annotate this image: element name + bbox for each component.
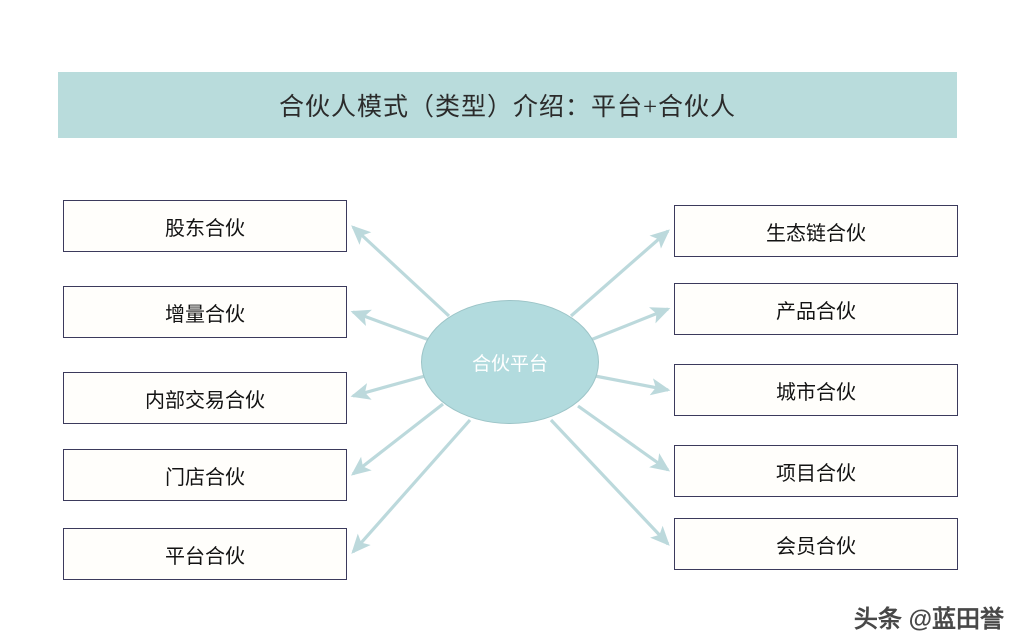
right-node-4[interactable]: 项目合伙 — [674, 445, 958, 497]
arrow-to-left-item-3 — [350, 374, 426, 400]
left-node-1-label: 股东合伙 — [165, 217, 245, 240]
arrow-to-right-item-3 — [594, 374, 671, 396]
left-node-2-label: 增量合伙 — [165, 303, 245, 326]
left-node-3[interactable]: 内部交易合伙 — [63, 372, 347, 424]
right-node-3[interactable]: 城市合伙 — [674, 364, 958, 416]
arrow-to-right-item-2 — [587, 307, 671, 343]
left-node-2[interactable]: 增量合伙 — [63, 286, 347, 338]
right-node-5-label: 会员合伙 — [776, 535, 856, 558]
arrow-to-right-item-4 — [577, 404, 671, 472]
arrow-to-left-item-2 — [350, 309, 433, 343]
arrow-to-right-item-5 — [549, 418, 670, 546]
left-node-1[interactable]: 股东合伙 — [63, 200, 347, 252]
left-node-4-label: 门店合伙 — [165, 466, 245, 489]
page-title: 合伙人模式（类型）介绍：平台+合伙人 — [278, 94, 737, 121]
hub-ellipse[interactable]: 合伙平台 — [421, 300, 599, 424]
left-node-5-label: 平台合伙 — [165, 545, 245, 568]
right-node-2[interactable]: 产品合伙 — [674, 283, 958, 335]
arrow-to-left-item-4 — [350, 402, 444, 476]
title-banner: 合伙人模式（类型）介绍：平台+合伙人 — [58, 72, 957, 138]
right-node-1-label: 生态链合伙 — [766, 222, 866, 245]
right-node-2-label: 产品合伙 — [776, 300, 856, 323]
right-node-1[interactable]: 生态链合伙 — [674, 205, 958, 257]
right-node-3-label: 城市合伙 — [776, 381, 856, 404]
left-node-4[interactable]: 门店合伙 — [63, 449, 347, 501]
left-node-3-label: 内部交易合伙 — [145, 389, 265, 412]
arrow-to-left-item-1 — [351, 225, 451, 318]
arrow-to-left-item-5 — [351, 418, 472, 554]
right-node-4-label: 项目合伙 — [776, 462, 856, 485]
hub-label: 合伙平台 — [471, 353, 548, 375]
left-node-5[interactable]: 平台合伙 — [63, 528, 347, 580]
arrow-to-right-item-1 — [569, 229, 670, 318]
watermark: 头条 @蓝田誉 — [853, 606, 1004, 633]
right-node-5[interactable]: 会员合伙 — [674, 518, 958, 570]
